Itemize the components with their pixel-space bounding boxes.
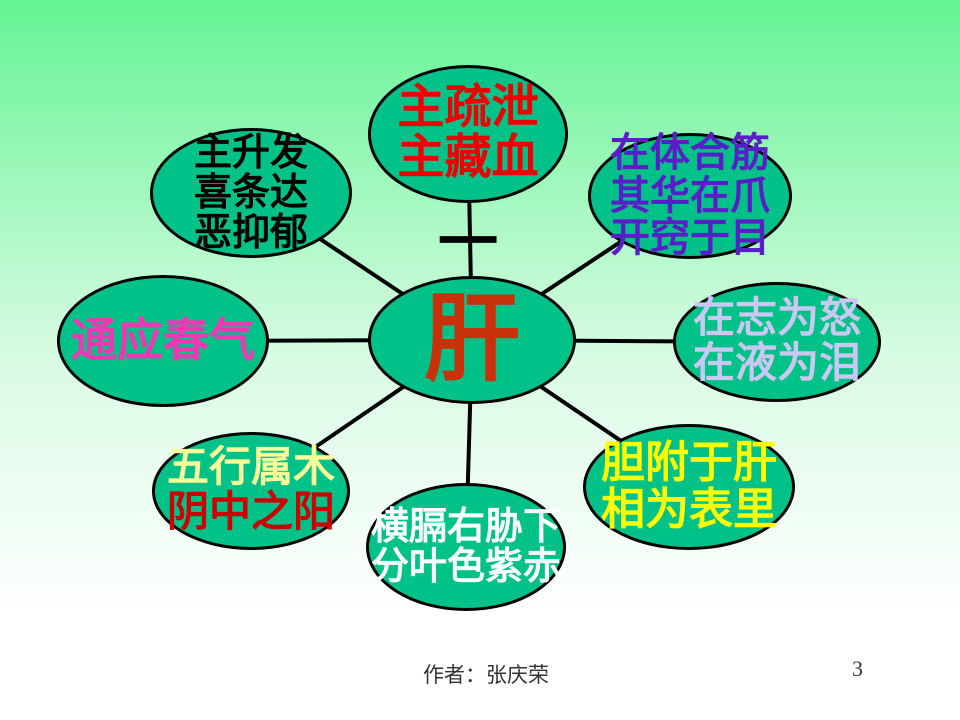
node-text-line: 喜条达 (193, 171, 308, 214)
node-text-line: 横膈右胁下 (370, 505, 561, 548)
node-text-line: 主疏泄 (397, 82, 539, 135)
node-text-line: 开窍于目 (610, 215, 770, 261)
node-text-line: 主升发 (193, 131, 308, 174)
node-text-line: 在志为怒 (692, 296, 861, 343)
node-text-line: 在体合筋 (610, 130, 770, 176)
node-text-line: 恶抑郁 (193, 212, 308, 255)
node-text-line: 主藏血 (397, 132, 539, 184)
node-functions: 主疏泄 主藏血 (368, 65, 568, 203)
node-liver: 肝 (368, 276, 576, 404)
node-text-line: 胆附于肝 (601, 438, 777, 488)
node-text-line: 阴中之阳 (166, 490, 335, 536)
footer-author: 作者：张庆荣 (423, 663, 549, 687)
node-text-line: 在液为泪 (692, 341, 861, 387)
node-gallbladder: 胆附于肝 相为表里 (583, 424, 795, 550)
node-emotion-fluid: 在志为怒 在液为泪 (673, 282, 881, 402)
node-ascending: 主升发 喜条达 恶抑郁 (150, 128, 352, 258)
node-text-line: 通应春气 (71, 314, 255, 366)
node-text-line: 分叶色紫赤 (370, 546, 561, 588)
node-text-line: 相为表里 (601, 485, 777, 534)
dash-character: 一 (438, 210, 498, 276)
node-body-connections: 在体合筋 其华在爪 开窍于目 (588, 130, 792, 261)
node-liver-label: 肝 (424, 286, 520, 393)
node-spring-qi: 通应春气 (57, 275, 269, 407)
node-anatomy: 横膈右胁下 分叶色紫赤 (366, 483, 566, 611)
node-text-line: 其华在爪 (610, 172, 770, 218)
node-text-line: 五行属木 (166, 445, 335, 492)
page-number: 3 (852, 656, 863, 681)
node-five-elements: 五行属木 阴中之阳 (152, 432, 350, 550)
